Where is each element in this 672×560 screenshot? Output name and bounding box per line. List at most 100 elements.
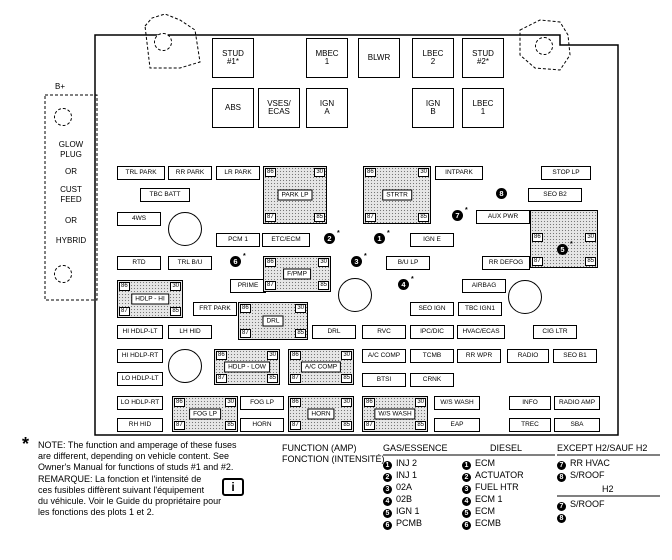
legend-number-icon: 3: [462, 485, 471, 494]
fuse-rr-defog: RR DEFOG: [482, 256, 530, 270]
h2-header: H2: [602, 484, 614, 494]
relay-label: W/S WASH: [374, 408, 416, 420]
relay-label: STRTR: [382, 189, 412, 201]
fuse-ac-comp: A/C COMP: [362, 349, 406, 363]
b-plus-label: B+: [54, 82, 65, 91]
legend-text: ECM: [475, 458, 495, 468]
fuse-rr-park: RR PARK: [168, 166, 212, 180]
legend-number-icon: 6: [462, 521, 471, 530]
legend-number-icon: 6: [383, 521, 392, 530]
legend-number-icon: 1: [462, 461, 471, 470]
relay-pin-30: 30: [295, 304, 306, 313]
fuse-eap: EAP: [434, 418, 480, 432]
legend-text: ECMB: [475, 518, 502, 528]
relay-pin-85: 85: [318, 281, 329, 290]
fuse-ws-wash: W/S WASH: [434, 396, 480, 410]
fuse-hi-hdlp-lt: HI HDLP-LT: [117, 325, 163, 339]
circle-connector-3: [508, 280, 542, 314]
relay-label: HORN: [307, 408, 335, 420]
fuse-btsi: BTSI: [362, 373, 406, 387]
fuse-tbc-ign1: TBC IGN1: [458, 302, 502, 316]
relay-pin-87: 87: [290, 374, 301, 383]
fuse-rh-hid: RH HID: [117, 418, 163, 432]
fuse-drl: DRL: [312, 325, 356, 339]
cust-feed-terminal: [54, 265, 72, 283]
fuse-radio: RADIO: [507, 349, 549, 363]
fuse-rvc: RVC: [362, 325, 406, 339]
marker-1: 1: [374, 233, 385, 244]
relay-pin-87: 87: [174, 421, 185, 430]
legend-item: 8: [557, 511, 605, 523]
legend-number-icon: 2: [462, 473, 471, 482]
fonction-label: FONCTION (INTENSITÉ): [282, 454, 385, 464]
legend-number-icon: 8: [557, 514, 566, 523]
relay-pin-85: 85: [415, 421, 426, 430]
legend-number-icon: 5: [462, 509, 471, 518]
relay-label: PARK LP: [277, 189, 313, 201]
fuse-cig-ltr: CIG LTR: [533, 325, 577, 339]
fuse-stud1: STUD #1*: [212, 38, 254, 78]
relay-pin-30: 30: [314, 168, 325, 177]
stud-2-terminal: [535, 37, 553, 55]
marker-2: 2: [324, 233, 335, 244]
fuse-bu-lp: B/U LP: [386, 256, 430, 270]
fuse-rr-wpr: RR WPR: [457, 349, 501, 363]
legend-number-icon: 1: [383, 461, 392, 470]
marker-star: *: [465, 207, 468, 214]
relay-pin-87: 87: [532, 257, 543, 266]
diesel-header: DIESEL: [490, 443, 523, 453]
fuse-info: INFO: [509, 396, 551, 410]
fuse-ipc-dic: IPC/DIC: [410, 325, 454, 339]
cust-feed-label: CUST FEED: [60, 185, 82, 204]
marker-4: 4: [398, 279, 409, 290]
marker-star: *: [243, 253, 246, 260]
marker-star: *: [337, 230, 340, 237]
fuse-fog-lp: FOG LP: [240, 396, 284, 410]
fuse-airbag: AIRBAG: [462, 279, 506, 293]
relay-pin-85: 85: [225, 421, 236, 430]
relay-pin-87: 87: [265, 281, 276, 290]
relay-pin-85: 85: [585, 257, 596, 266]
relay-pin-86: 86: [265, 168, 276, 177]
relay-label: DRL: [262, 315, 284, 327]
fuse-mbec1: MBEC 1: [306, 38, 348, 78]
relay-pin-85: 85: [341, 374, 352, 383]
fuse-rtd: RTD: [117, 256, 161, 270]
glow-plug-label: GLOW PLUG: [58, 140, 84, 159]
fuse-lr-park: LR PARK: [216, 166, 260, 180]
relay-pin-30: 30: [318, 258, 329, 267]
fuse-stud2: STUD #2*: [462, 38, 504, 78]
except-h2-header: EXCEPT H2/SAUF H2: [557, 443, 648, 453]
relay-pin-86: 86: [290, 398, 301, 407]
relay-pin-85: 85: [170, 307, 181, 316]
relay-label: FOG LP: [189, 408, 221, 420]
fuse-hi-hdlp-rt: HI HDLP-RT: [117, 349, 163, 363]
relay-label: F/PMP: [283, 268, 311, 280]
fuse-trl-park: TRL PARK: [117, 166, 165, 180]
legend-text: PCMB: [396, 518, 423, 528]
fuse-abs: ABS: [212, 88, 254, 128]
relay-pin-30: 30: [418, 168, 429, 177]
gas-header: GAS/ESSENCE: [383, 443, 448, 453]
relay-pin-86: 86: [174, 398, 185, 407]
circle-connector-1: [168, 212, 202, 246]
fuse-sba: SBA: [554, 418, 600, 432]
fuse-trec: TREC: [509, 418, 551, 432]
fuse-ignb: IGN B: [412, 88, 454, 128]
